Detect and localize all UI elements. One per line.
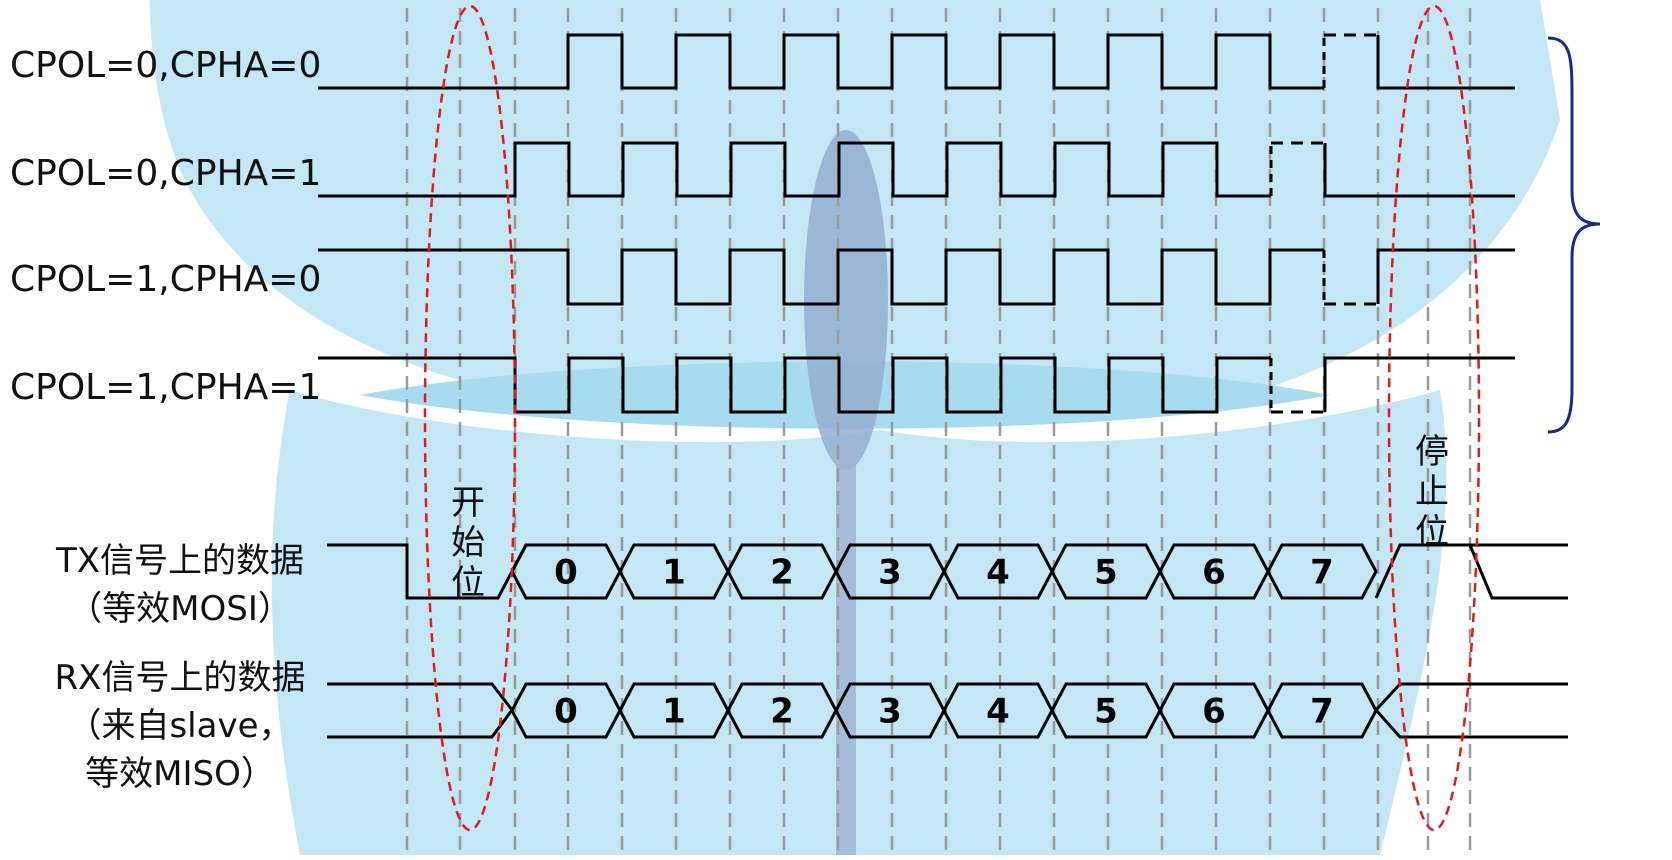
- clock-waveforms: [318, 33, 1515, 414]
- bit-label-tx-bus-6: 6: [1202, 553, 1226, 593]
- data-waveforms: [327, 543, 1568, 739]
- butterfly-background-illustration: [150, 0, 1560, 855]
- clock-row-label-4: CPOL=1,CPHA=1: [10, 367, 322, 408]
- rx-label-line2: （来自slave，: [67, 706, 293, 746]
- start-bit-label: 开 始 位: [448, 483, 488, 603]
- tx-bus: [510, 543, 1378, 600]
- bit-label-tx-bus-1: 1: [662, 553, 686, 593]
- clock-waveform-1: [318, 33, 1324, 90]
- bit-label-rx-bus-4: 4: [986, 692, 1010, 732]
- bit-label-rx-bus-1: 1: [662, 692, 686, 732]
- rx-label-line3: 等效MISO）: [85, 754, 275, 794]
- stop-bit-char-2: 止: [1415, 472, 1449, 512]
- tx-label: TX信号上的数据 （等效MOSI）: [20, 537, 340, 633]
- start-bit-char-1: 开: [451, 483, 485, 523]
- clock-tail-3: [1376, 248, 1515, 304]
- bit-label-rx-bus-0: 0: [554, 692, 578, 732]
- start-bit-ellipse: [423, 4, 517, 832]
- tx-label-line1: TX信号上的数据: [55, 541, 305, 581]
- bit-label-rx-bus-6: 6: [1202, 692, 1226, 732]
- clock-row-label-3: CPOL=1,CPHA=0: [10, 259, 322, 300]
- rx-bus: [510, 682, 1378, 739]
- bit-label-rx-bus-5: 5: [1094, 692, 1118, 732]
- clock-tail-4: [1323, 356, 1515, 412]
- clock-waveform-4: [318, 356, 1271, 414]
- bit-label-tx-bus-2: 2: [770, 553, 794, 593]
- right-brace: [1547, 36, 1601, 434]
- start-bit-char-2: 始: [451, 523, 485, 563]
- start-bit-char-3: 位: [451, 563, 485, 603]
- bit-label-rx-bus-2: 2: [770, 692, 794, 732]
- bit-label-tx-bus-3: 3: [878, 553, 902, 593]
- rx-label: RX信号上的数据 （来自slave， 等效MISO）: [20, 654, 340, 798]
- clock-row-label-1: CPOL=0,CPHA=0: [10, 45, 322, 86]
- stop-bit-ellipse: [1387, 4, 1481, 832]
- bit-label-tx-bus-0: 0: [554, 553, 578, 593]
- bit-label-rx-bus-3: 3: [878, 692, 902, 732]
- clock-tail-2: [1323, 143, 1515, 198]
- bit-label-rx-bus-7: 7: [1310, 692, 1334, 732]
- clock-waveform-2: [318, 141, 1271, 198]
- stop-bit-char-1: 停: [1415, 432, 1449, 472]
- rx-label-line1: RX信号上的数据: [54, 658, 306, 698]
- bit-label-tx-bus-7: 7: [1310, 553, 1334, 593]
- tx-label-line2: （等效MOSI）: [68, 589, 292, 629]
- bit-number-labels: 0 1 2 3 4 5 6 7 0 1 2 3 4 5 6 7: [554, 553, 1334, 732]
- stop-bit-label: 停 止 位: [1412, 432, 1452, 552]
- bit-label-tx-bus-4: 4: [986, 553, 1010, 593]
- bit-label-tx-bus-5: 5: [1094, 553, 1118, 593]
- clock-row-label-2: CPOL=0,CPHA=1: [10, 153, 322, 194]
- clock-waveform-3: [318, 248, 1324, 306]
- clock-tail-1: [1376, 35, 1515, 90]
- stop-bit-char-3: 位: [1415, 512, 1449, 552]
- tx-start-segment: [327, 543, 528, 600]
